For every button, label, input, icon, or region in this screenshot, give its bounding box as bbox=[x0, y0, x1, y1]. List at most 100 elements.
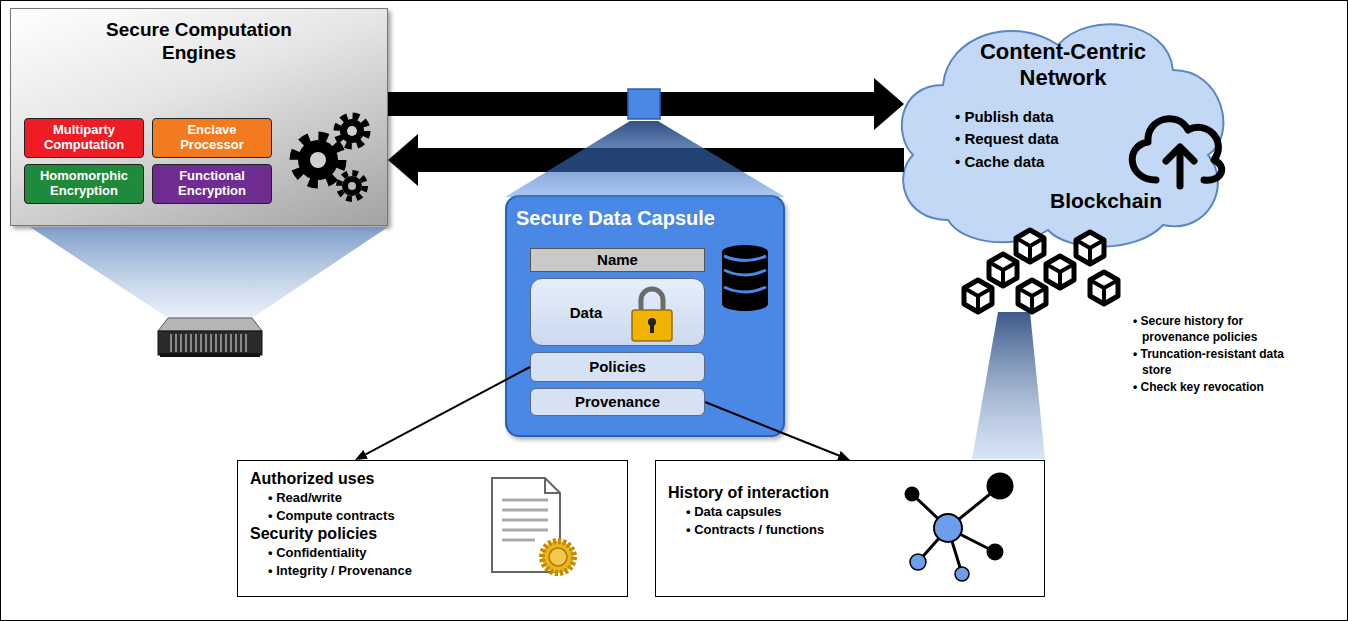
blockchain-icon bbox=[964, 280, 992, 312]
lock-icon bbox=[632, 310, 672, 341]
document-icon bbox=[502, 499, 548, 502]
bullet-list: • Secure history for provenance policies… bbox=[1133, 314, 1301, 398]
box-label: Multiparty Computation bbox=[31, 123, 137, 153]
field-label: Name bbox=[597, 251, 638, 269]
bullet-item: • Truncation-resistant data store bbox=[1133, 347, 1301, 378]
database-icon bbox=[722, 245, 768, 259]
box-heading: History of interaction bbox=[668, 483, 1032, 503]
network-icon bbox=[918, 528, 948, 562]
network-cloud: Content-Centric Network • Publish data• R… bbox=[893, 5, 1233, 250]
network-icon bbox=[955, 567, 969, 581]
flow-arrow bbox=[388, 92, 874, 116]
bullet-item: • Read/write bbox=[250, 489, 615, 507]
gears-icon bbox=[298, 140, 338, 180]
capsule-field: Name bbox=[530, 248, 705, 272]
box-heading: Security policies bbox=[250, 524, 615, 544]
capsule-field: Data bbox=[530, 278, 705, 346]
engine-panel: Secure Computation EnginesMultiparty Com… bbox=[10, 8, 388, 226]
bullet-item: • Compute contracts bbox=[250, 507, 615, 525]
policy-box: Authorized uses• Read/write• Compute con… bbox=[237, 460, 628, 597]
network-icon bbox=[948, 486, 1000, 528]
panel-title: Secure Computation Engines bbox=[89, 19, 309, 65]
blockchain-icon bbox=[1046, 256, 1074, 288]
capsule-field: Provenance bbox=[530, 388, 705, 416]
zoom-wedge bbox=[972, 312, 1045, 459]
node-text: • Cache data bbox=[955, 151, 1233, 174]
bullet-item: • Confidentiality bbox=[250, 544, 615, 562]
network-icon bbox=[906, 488, 918, 500]
gears-icon bbox=[347, 126, 357, 136]
zoom-wedge bbox=[505, 121, 785, 197]
document-icon bbox=[492, 478, 574, 573]
blockchain-icon bbox=[1076, 232, 1104, 264]
database-icon bbox=[722, 297, 768, 311]
blockchain-icon bbox=[964, 230, 1118, 312]
box-label: Functional Encryption bbox=[159, 169, 265, 199]
server-icon bbox=[158, 331, 262, 355]
bullet-item: • Check key revocation bbox=[1133, 380, 1301, 396]
bullet-item: • Contracts / functions bbox=[668, 521, 1032, 539]
gears-icon bbox=[342, 176, 362, 196]
document-icon bbox=[542, 541, 574, 573]
node-text: • Publish data bbox=[955, 106, 1233, 129]
data-capsule: Secure Data CapsuleNameDataPoliciesProve… bbox=[505, 195, 785, 437]
engine-box: Functional Encryption bbox=[152, 164, 272, 204]
capsule-title: Secure Data Capsule bbox=[507, 197, 783, 230]
gears-icon bbox=[337, 116, 367, 146]
bullet-item: • Data capsules bbox=[668, 503, 1032, 521]
network-icon bbox=[948, 528, 962, 574]
gears-icon bbox=[294, 116, 367, 199]
capsule-field: Policies bbox=[530, 352, 705, 382]
document-icon bbox=[502, 509, 548, 512]
blockchain-icon bbox=[1018, 280, 1046, 312]
blockchain-icon bbox=[1090, 272, 1118, 304]
engine-box: Multiparty Computation bbox=[24, 118, 144, 158]
field-label: Data bbox=[531, 304, 641, 321]
network-icon bbox=[912, 494, 948, 528]
network-icon bbox=[988, 545, 1002, 559]
document-icon bbox=[502, 529, 548, 532]
lock-icon bbox=[648, 318, 656, 326]
cloud-upload-icon bbox=[1132, 119, 1221, 181]
field-label: Policies bbox=[589, 358, 646, 376]
network-icon bbox=[934, 514, 962, 542]
document-icon bbox=[502, 539, 535, 542]
flow-arrow bbox=[418, 148, 904, 172]
server-icon bbox=[160, 353, 260, 357]
database-icon bbox=[724, 287, 766, 292]
server-icon bbox=[158, 318, 262, 331]
database-icon bbox=[724, 270, 766, 275]
database-icon bbox=[722, 245, 768, 311]
document-icon bbox=[545, 478, 560, 493]
connectors bbox=[366, 104, 904, 456]
bullet-item: • Integrity / Provenance bbox=[250, 562, 615, 580]
box-label: Homomorphic Encryption bbox=[31, 169, 137, 199]
server-icon bbox=[170, 334, 250, 352]
cloud-upload-icon bbox=[1177, 148, 1184, 186]
blockchain-icon bbox=[1016, 230, 1044, 262]
network-icon bbox=[906, 474, 1012, 581]
lock-icon bbox=[632, 289, 672, 341]
network-icon bbox=[910, 554, 926, 570]
cloud-shape bbox=[902, 24, 1224, 246]
gears-icon bbox=[310, 152, 326, 168]
cloud-upload-icon bbox=[1166, 147, 1194, 161]
field-label: Provenance bbox=[575, 393, 660, 411]
server-icon bbox=[158, 318, 262, 357]
network-icon bbox=[948, 528, 995, 552]
node-text: • Request data bbox=[955, 128, 1233, 151]
leader-arrow bbox=[705, 402, 839, 456]
zoom-wedge bbox=[30, 227, 388, 318]
section-title: Blockchain bbox=[1050, 188, 1162, 213]
cloud-title: Content-Centric Network bbox=[958, 39, 1168, 92]
provenance-box: History of interaction• Data capsules• C… bbox=[655, 460, 1045, 597]
gears-icon bbox=[339, 173, 365, 199]
document-icon bbox=[502, 519, 548, 522]
lock-icon bbox=[641, 289, 663, 312]
engine-box: Homomorphic Encryption bbox=[24, 164, 144, 204]
network-icon bbox=[988, 474, 1012, 498]
